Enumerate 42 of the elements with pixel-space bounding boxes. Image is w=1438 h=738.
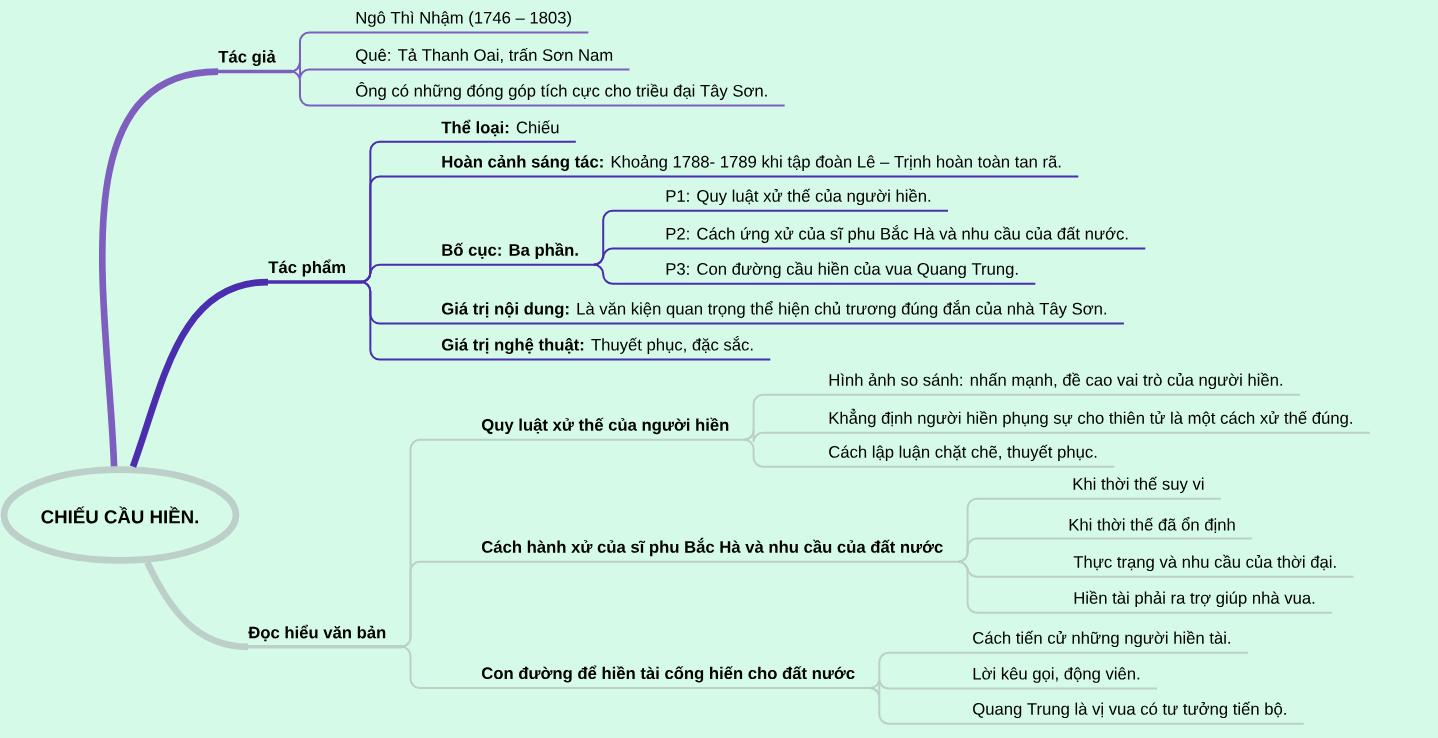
underlined-topic: Quy luật xử thế của người hiền	[480, 417, 747, 441]
underlined-topic: Giá trị nghệ thuật: Thuyết phục, đặc sắc.	[440, 336, 772, 361]
underlined-topic: Quê: Tả Thanh Oai, trấn Sơn Nam	[354, 48, 631, 71]
underlined-topic: Cách lập luận chặt chẽ, thuyết phục.	[827, 444, 1116, 468]
underlined-topic: Con đường để hiền tài cống hiến cho đất nước	[480, 665, 873, 690]
branch-line	[957, 537, 1069, 563]
underlined-topic: Tác giả	[218, 50, 292, 74]
branch-line	[592, 263, 666, 285]
branch-line	[289, 61, 356, 80]
branch-line	[743, 438, 829, 468]
branch-line	[400, 560, 482, 648]
underlined-topic: P1: Quy luật xử thế của người hiền.	[664, 188, 949, 212]
underlined-topic: Hoàn cảnh sáng tác: Khoảng 1788- 1789 khi tập đoàn Lê – Trịnh hoàn toàn tan rã.	[440, 155, 1080, 178]
underlined-topic: Giá trị nội dung: Là văn kiện quan trọng thể hiện chủ trương đúng đắn của nhà Tây Sơn.	[440, 300, 1125, 325]
branch-line	[400, 645, 482, 690]
branch-line	[868, 687, 973, 725]
underlined-topic: Thể loại: Chiếu	[440, 119, 577, 143]
underlined-topic: Tác phẩm	[268, 259, 363, 284]
branch-line	[360, 281, 442, 361]
underlined-topic: Quang Trung là vị vua có tư tưởng tiến bộ.	[971, 701, 1305, 725]
branch-line	[129, 278, 269, 468]
underlined-topic: Cách hành xử của sĩ phu Bắc Hà và nhu cầu của đất nước	[480, 537, 961, 563]
underlined-topic: Thực trạng và nhu cầu của thời đại.	[1072, 554, 1355, 578]
underlined-topic: Đọc hiểu văn bản	[248, 624, 403, 649]
underlined-topic: Hình ảnh so sánh: nhấn mạnh, đề cao vai trò của người hiền.	[827, 372, 1301, 396]
underlined-topic: Hiền tài phải ra trợ giúp nhà vua.	[1072, 590, 1334, 614]
branch-line	[289, 70, 356, 107]
branch-line	[592, 247, 666, 266]
underlined-topic: Ông có những đóng góp tích cực cho triều đại Tây Sơn.	[354, 82, 786, 107]
underlined-topic: Khi thời thế đã ổn định	[1067, 517, 1254, 540]
branch-line	[743, 429, 829, 444]
underlined-topic: Cách tiến cử những người hiền tài.	[971, 630, 1249, 654]
underlined-topic: Khẳng định người hiền phụng sự cho thiên tử là một cách xử thế đúng.	[827, 408, 1371, 434]
underlined-topic: P3: Con đường cầu hiền của vua Quang Trung.	[664, 261, 1037, 285]
underlined-topic: Bố cục: Ba phần.	[440, 242, 597, 266]
underlined-topic: Ngô Thì Nhậm (1746 – 1803)	[354, 11, 590, 34]
branch-line	[144, 560, 249, 651]
branch-line	[360, 263, 442, 284]
branch-line	[99, 68, 219, 467]
underlined-topic: Khi thời thế suy vi	[1071, 476, 1222, 500]
underlined-topic: Lời kêu gọi, động viên.	[971, 667, 1158, 690]
underlined-topic: P2: Cách ứng xử của sĩ phu Bắc Hà và nhu cầu của đất nước.	[664, 225, 1147, 250]
